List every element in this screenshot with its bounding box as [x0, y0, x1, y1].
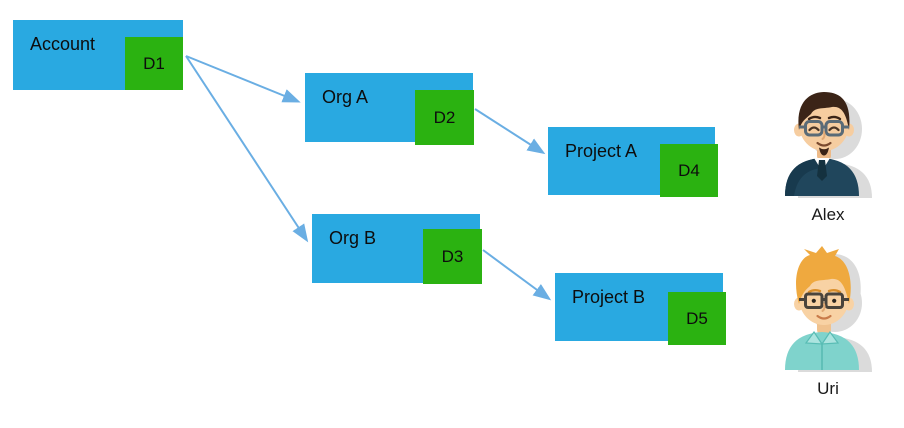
- arrow-org-a-to-project-a: [474, 108, 546, 155]
- badge-d1-label: D1: [143, 53, 165, 73]
- badge-d4-label: D4: [678, 160, 700, 180]
- uri-avatar-icon: [785, 246, 872, 372]
- node-project-a-label: Project A: [565, 141, 638, 161]
- badge-d5: D5: [668, 292, 726, 345]
- node-org-b-label: Org B: [329, 228, 377, 248]
- badge-d3: D3: [423, 229, 482, 284]
- badge-d3-label: D3: [441, 246, 464, 266]
- arrow-org-b-to-project-b: [482, 249, 552, 301]
- badge-d2-label: D2: [433, 107, 456, 127]
- user-uri-name: Uri: [817, 379, 839, 398]
- arrow-account-to-org-b: [185, 55, 309, 243]
- badge-d4: D4: [660, 144, 718, 197]
- badge-d5-label: D5: [686, 308, 708, 328]
- alex-avatar-icon: [785, 92, 872, 198]
- node-org-a-label: Org A: [322, 87, 369, 107]
- user-uri: Uri: [780, 246, 876, 399]
- badge-d1: D1: [125, 37, 183, 90]
- user-alex: Alex: [780, 86, 876, 225]
- node-account-label: Account: [30, 34, 96, 54]
- user-alex-name: Alex: [811, 205, 845, 224]
- badge-d2: D2: [415, 90, 474, 145]
- node-project-b-label: Project B: [572, 287, 646, 307]
- arrow-account-to-org-a: [185, 55, 301, 103]
